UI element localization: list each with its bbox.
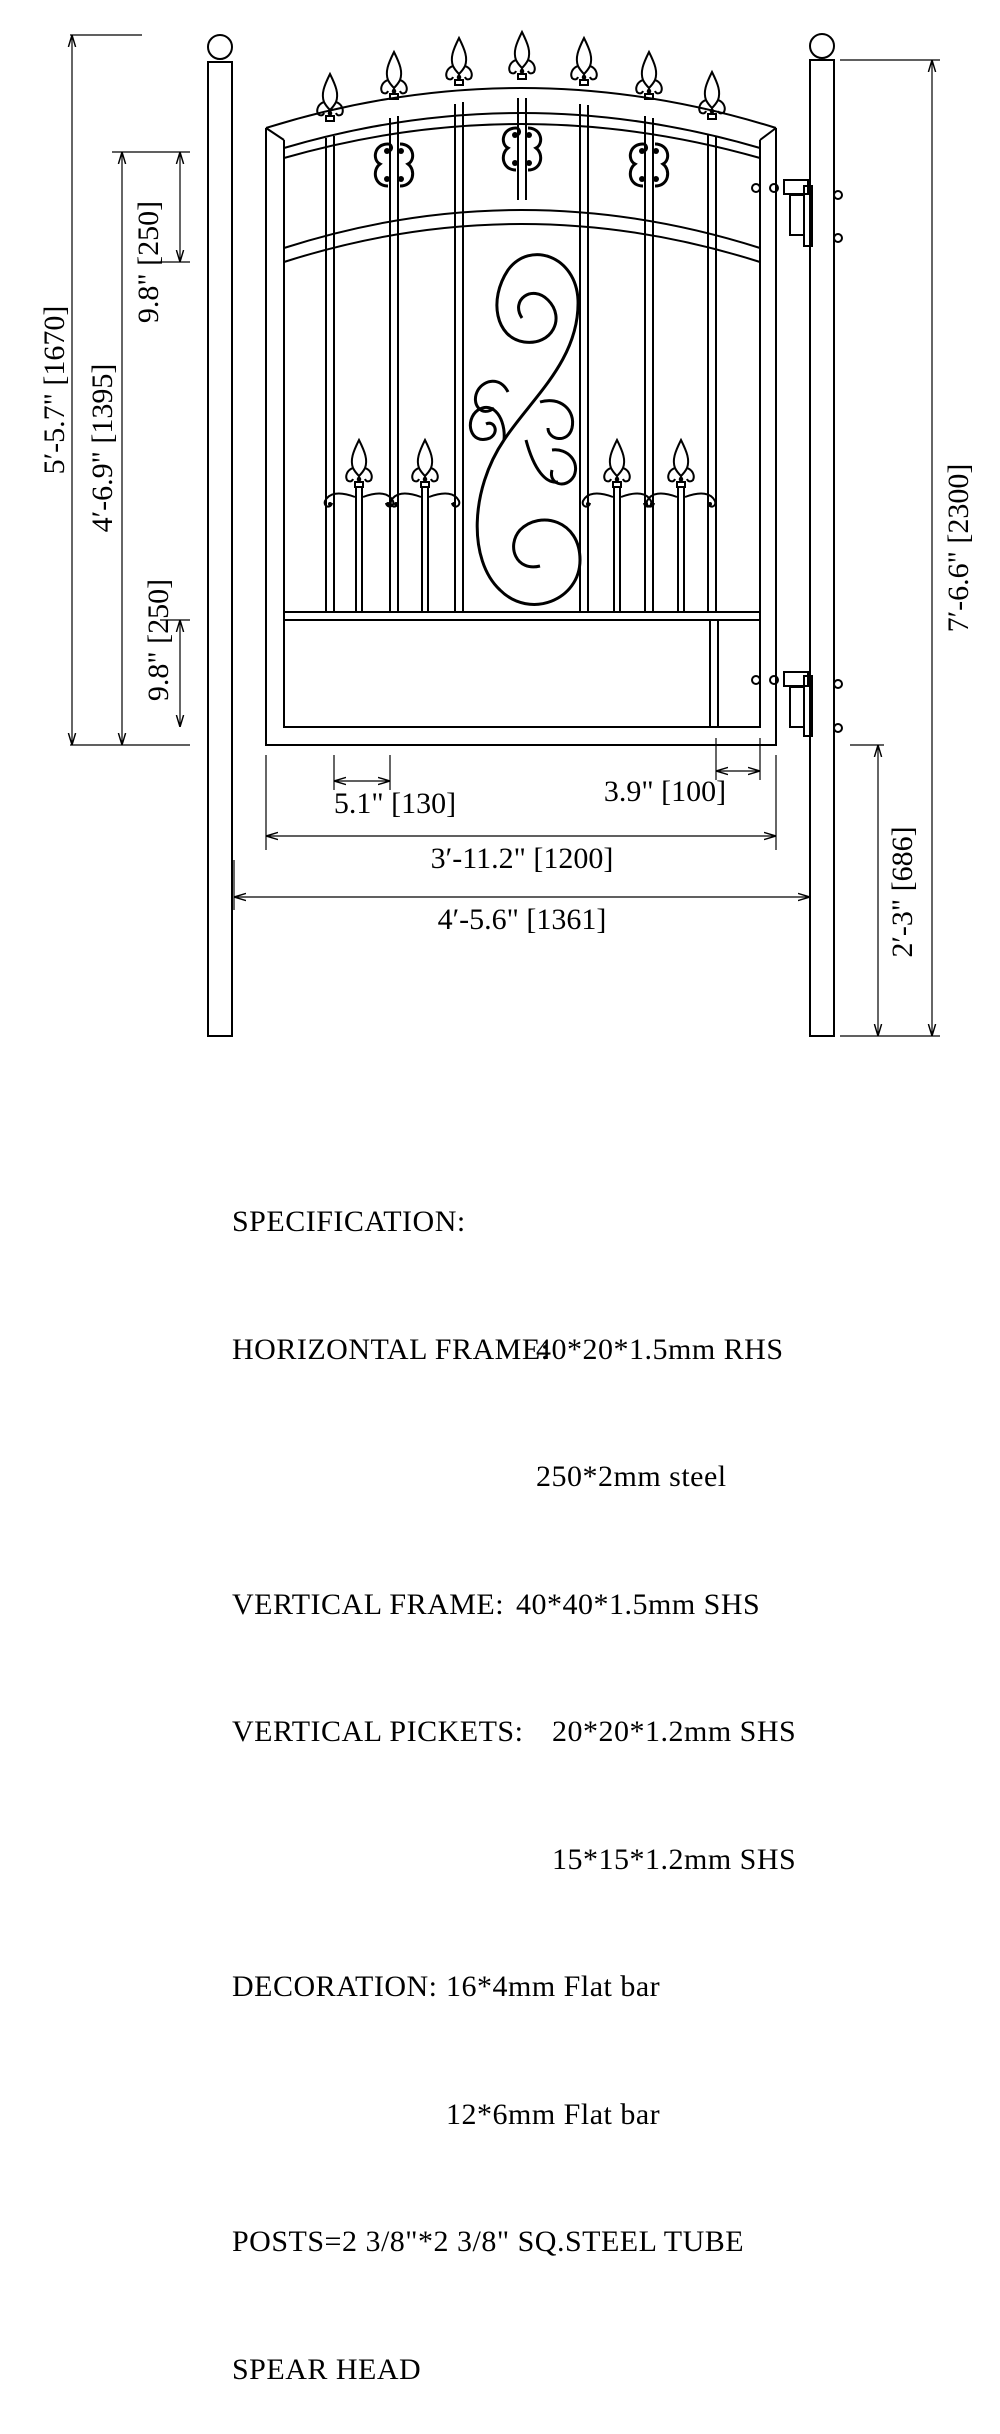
dim-end-gap: 3.9" [100] (604, 775, 726, 808)
spec-decoration-label: DECORATION: (232, 1970, 438, 2003)
dim-gate-height: 4′-6.9" [1395] (86, 364, 119, 533)
spec-vertical-pickets-value-2: 15*15*1.2mm SHS (552, 1842, 797, 1876)
spec-horizontal-frame-2: 250*2mm steel (232, 1456, 744, 1499)
spec-horizontal-frame-value-2: 250*2mm steel (536, 1460, 727, 1493)
left-post (207, 34, 233, 1037)
spec-vertical-pickets-value-1: 20*20*1.2mm SHS (552, 1715, 797, 1748)
dim-gate-width: 3′-11.2" [1200] (431, 842, 614, 875)
spec-decoration-value-1: 16*4mm Flat bar (446, 1970, 661, 2003)
spec-vertical-pickets-2: 15*15*1.2mm SHS (232, 1839, 796, 1882)
bottom-hinge (751, 671, 843, 737)
spec-decoration: DECORATION:16*4mm Flat bar (232, 1966, 744, 2009)
top-hinge (751, 179, 843, 247)
dim-overall-width: 4′-5.6" [1361] (438, 903, 607, 936)
short-picket-spears (323, 439, 717, 508)
dim-picket-spacing: 5.1" [130] (334, 787, 456, 820)
dim-post-height: 7′-6.6" [2300] (942, 464, 975, 633)
gate-drawing: 5′-5.7" [1670] 4′-6.9" [1395] 9.8" [250]… (38, 31, 975, 1037)
dim-total-height: 5′-5.7" [1670] (38, 306, 71, 475)
top-spear-heads (316, 31, 726, 122)
dim-post-below-gate: 2′-3" [686] (886, 826, 919, 957)
spec-decoration-value-2: 12*6mm Flat bar (446, 2097, 661, 2131)
spec-vertical-frame: VERTICAL FRAME: 40*40*1.5mm SHS (232, 1584, 760, 1627)
spec-vertical-frame-value: 40*40*1.5mm SHS (516, 1587, 761, 1621)
spec-horizontal-frame-label: HORIZONTAL FRAME: (232, 1332, 550, 1366)
spec-horizontal-frame-value-1: 40*20*1.5mm RHS (536, 1332, 784, 1366)
spec-vertical-pickets: VERTICAL PICKETS: 20*20*1.2mm SHS (232, 1711, 796, 1754)
gate-frame (265, 87, 777, 746)
vertical-pickets (325, 98, 717, 612)
spec-spear-head: SPEAR HEAD (232, 2352, 422, 2386)
spec-decoration-2: 12*6mm Flat bar (232, 2094, 744, 2137)
upper-c-scrolls (373, 126, 670, 188)
dimension-lines (70, 34, 940, 1037)
dim-top-section: 9.8" [250] (132, 201, 165, 323)
specification-block: SPECIFICATION: HORIZONTAL FRAME:40*20*1.… (232, 1116, 796, 2434)
spec-vertical-frame-label: VERTICAL FRAME: (232, 1587, 505, 1621)
center-s-scroll (468, 253, 582, 606)
spec-horizontal-frame: HORIZONTAL FRAME:40*20*1.5mm RHS (232, 1329, 783, 1372)
dim-bottom-panel: 9.8" [250] (142, 579, 175, 701)
spec-title: SPECIFICATION: (232, 1205, 466, 1238)
spec-posts: POSTS=2 3/8"*2 3/8" SQ.STEEL TUBE (232, 2225, 745, 2258)
right-post (809, 33, 835, 1037)
spec-vertical-pickets-label: VERTICAL PICKETS: (232, 1715, 524, 1748)
